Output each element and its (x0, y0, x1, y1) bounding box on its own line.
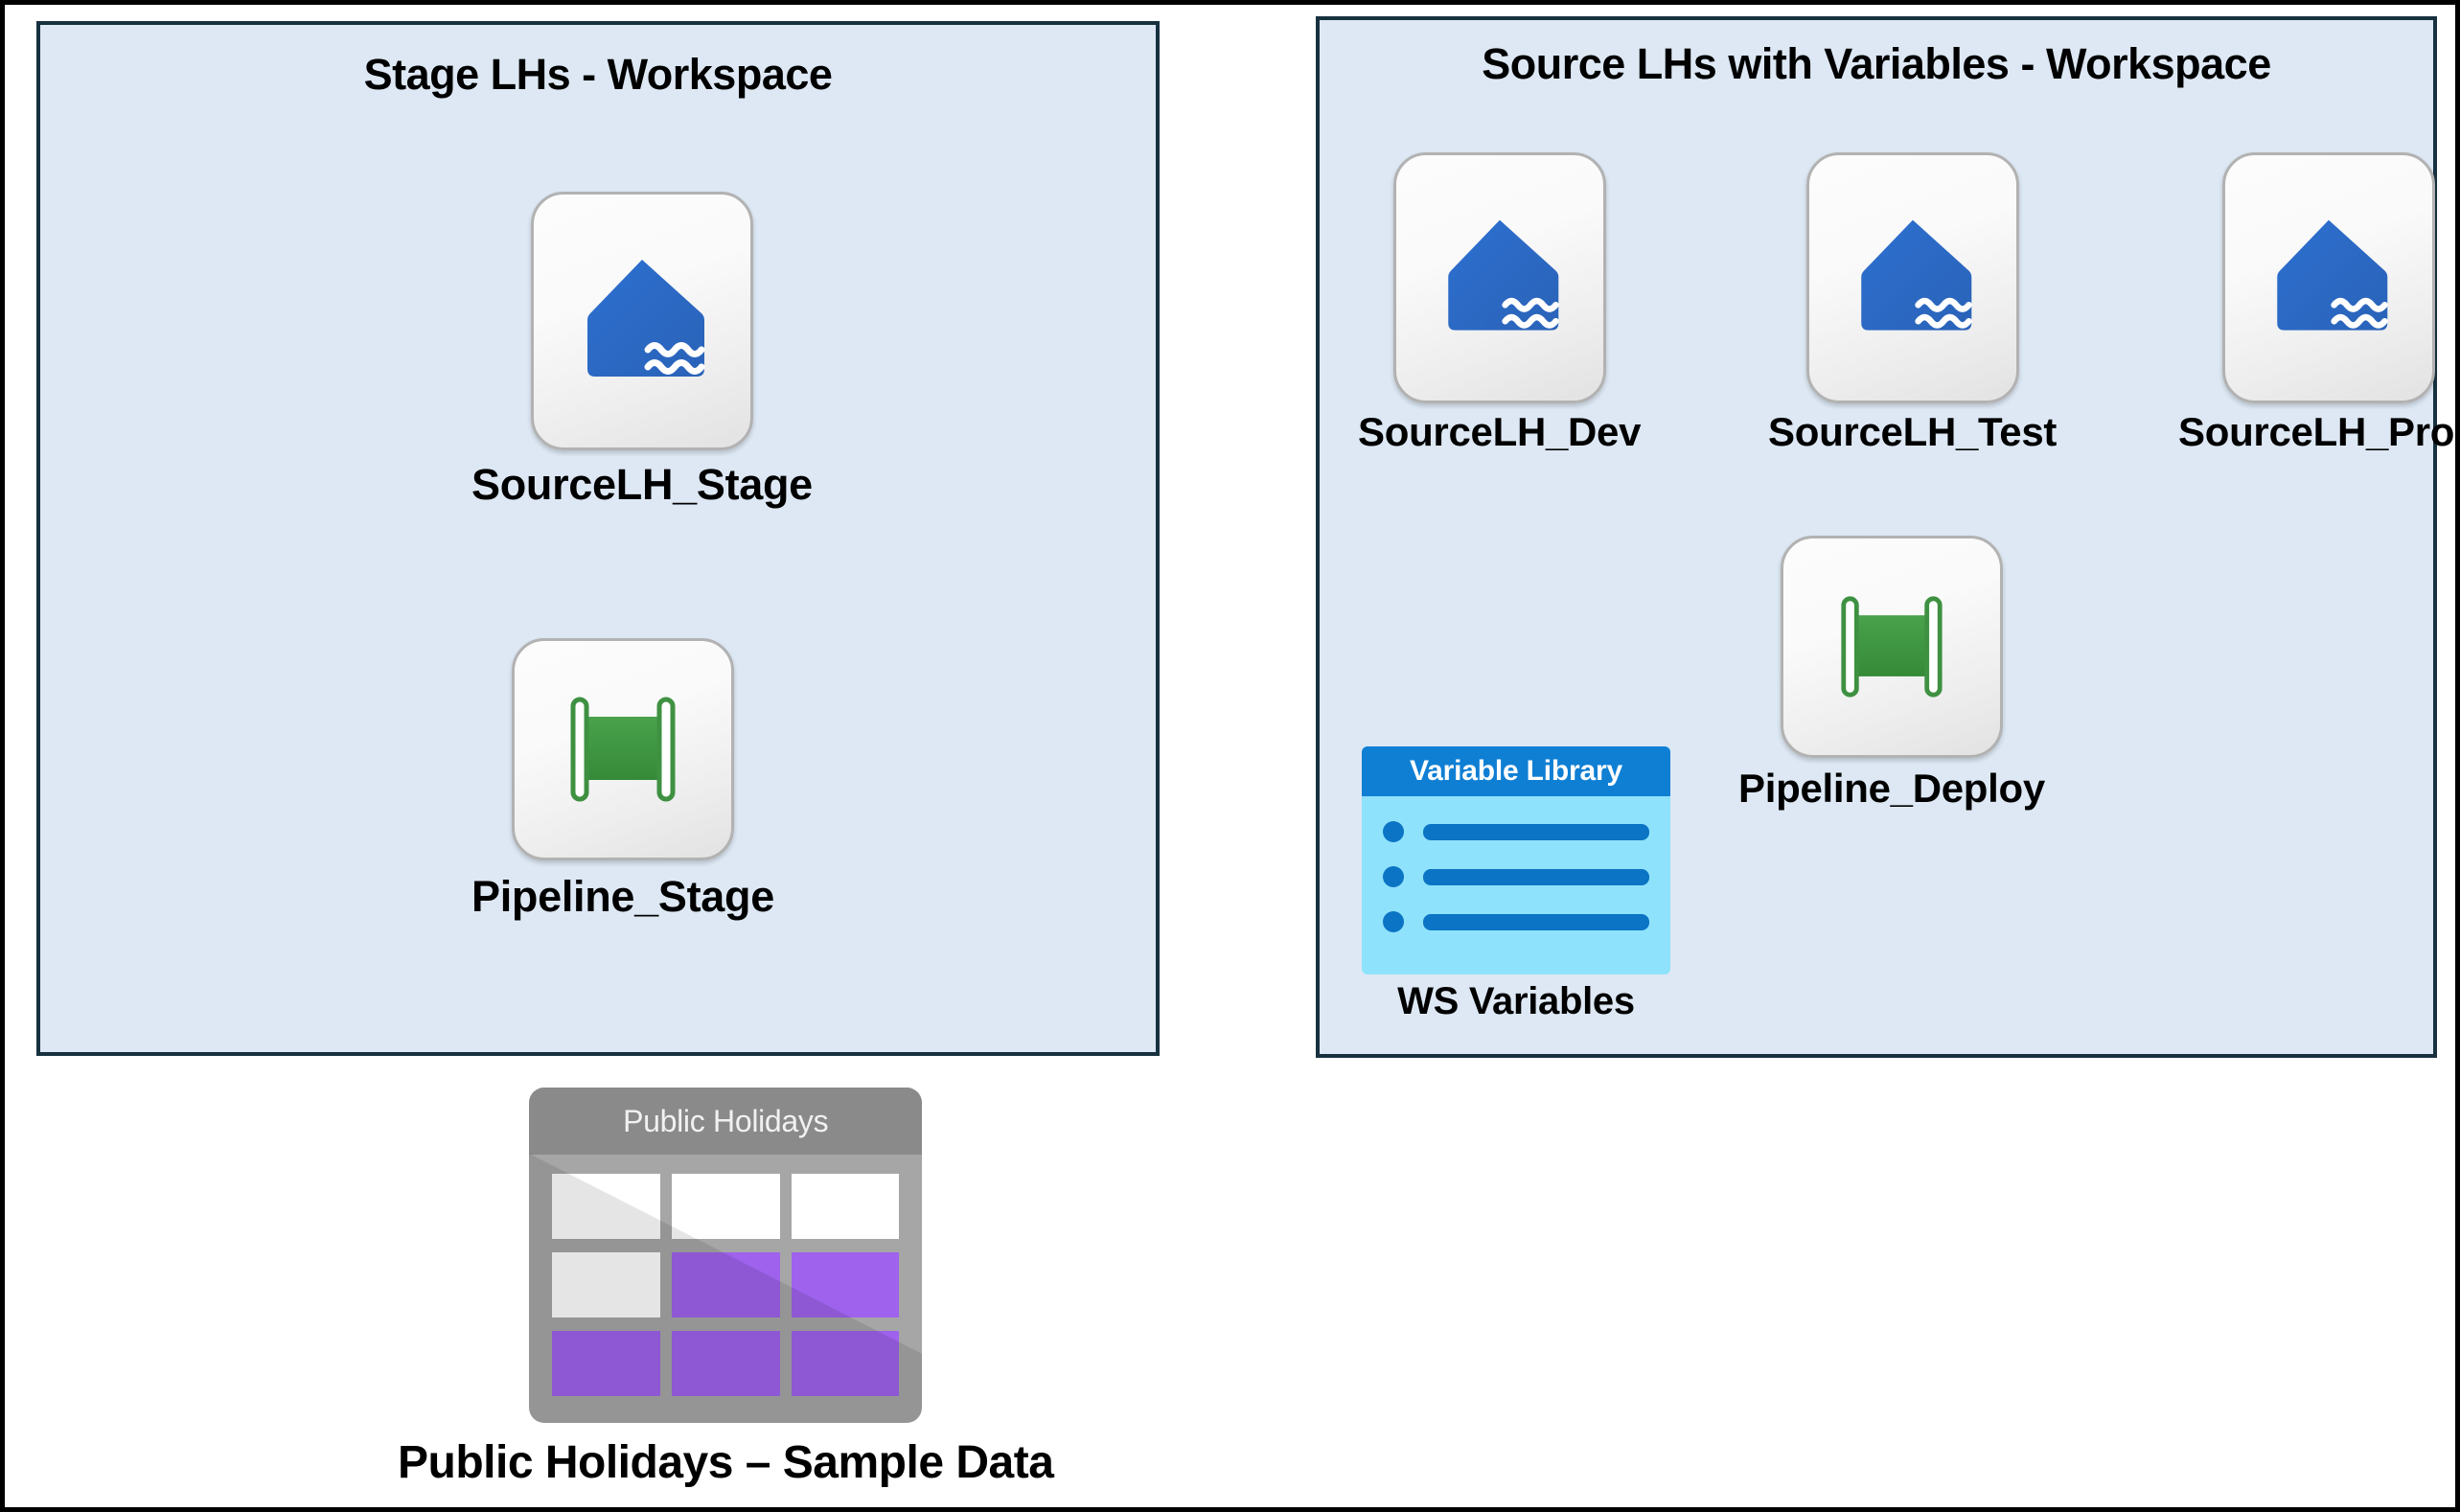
table-grid (552, 1174, 900, 1396)
icon-tile[interactable] (2221, 152, 2435, 403)
public-holidays-caption: Public Holidays – Sample Data (398, 1437, 1054, 1488)
icon-tile[interactable] (530, 192, 753, 450)
item-sourcelh-prod[interactable]: SourceLH_Prod (2178, 152, 2460, 455)
lakehouse-icon (1860, 219, 1972, 331)
lakehouse-icon (2277, 219, 2388, 331)
panel-title-stage: Stage LHs - Workspace (363, 50, 833, 99)
table-icon-title: Public Holidays (529, 1088, 923, 1155)
table-cell (791, 1252, 900, 1317)
list-item (1383, 821, 1649, 842)
placeholder-bar (1423, 823, 1649, 840)
list-item (1383, 866, 1649, 887)
variable-library-icon[interactable]: Variable Library (1362, 746, 1670, 974)
bullet-icon (1383, 866, 1404, 887)
workspace-panel-source: Source LHs with Variables - Workspace So… (1316, 16, 2460, 1058)
bullet-icon (1383, 911, 1404, 932)
item-label: SourceLH_Dev (1358, 409, 1642, 454)
bullet-icon (1383, 821, 1404, 842)
placeholder-bar (1423, 913, 1649, 930)
panel-title-source: Source LHs with Variables - Workspace (1482, 39, 2271, 88)
pipeline-icon (1841, 596, 1943, 698)
item-label: WS Variables (1397, 980, 1635, 1022)
variable-library-header: Variable Library (1362, 746, 1670, 796)
item-pipeline-deploy[interactable]: Pipeline_Deploy (1738, 536, 2045, 812)
icon-tile[interactable] (511, 638, 734, 860)
table-cell (552, 1174, 660, 1239)
table-cell (552, 1252, 660, 1317)
list-item (1383, 911, 1649, 932)
table-cell (671, 1174, 780, 1239)
item-sourcelh-stage[interactable]: SourceLH_Stage (471, 192, 813, 510)
icon-tile[interactable] (1780, 536, 2003, 758)
table-cell (552, 1331, 660, 1396)
item-label: Pipeline_Deploy (1738, 766, 2045, 811)
table-cell (671, 1331, 780, 1396)
icon-tile[interactable] (1392, 152, 1606, 403)
table-cell (791, 1174, 900, 1239)
workspace-panel-stage: Stage LHs - Workspace (36, 21, 1160, 1056)
pipeline-icon (570, 697, 676, 802)
item-label: SourceLH_Prod (2178, 409, 2460, 454)
item-pipeline-stage[interactable]: Pipeline_Stage (471, 638, 774, 922)
placeholder-bar (1423, 868, 1649, 885)
icon-tile[interactable] (1805, 152, 2019, 403)
item-public-holidays[interactable]: Public Holidays Public Holidays – Sample… (398, 1088, 1054, 1489)
item-label: Pipeline_Stage (471, 872, 774, 921)
item-ws-variables[interactable]: Variable Library WS Varia (1362, 746, 1670, 1023)
variable-library-list (1362, 796, 1670, 932)
item-label: SourceLH_Stage (471, 460, 813, 509)
lakehouse-icon (586, 260, 705, 377)
table-icon[interactable]: Public Holidays (529, 1088, 923, 1423)
table-cell (671, 1252, 780, 1317)
lakehouse-icon (1447, 219, 1559, 331)
table-cell (791, 1331, 900, 1396)
item-sourcelh-dev[interactable]: SourceLH_Dev (1358, 152, 1641, 455)
item-label: SourceLH_Test (1768, 409, 2058, 454)
item-sourcelh-test[interactable]: SourceLH_Test (1768, 152, 2057, 455)
